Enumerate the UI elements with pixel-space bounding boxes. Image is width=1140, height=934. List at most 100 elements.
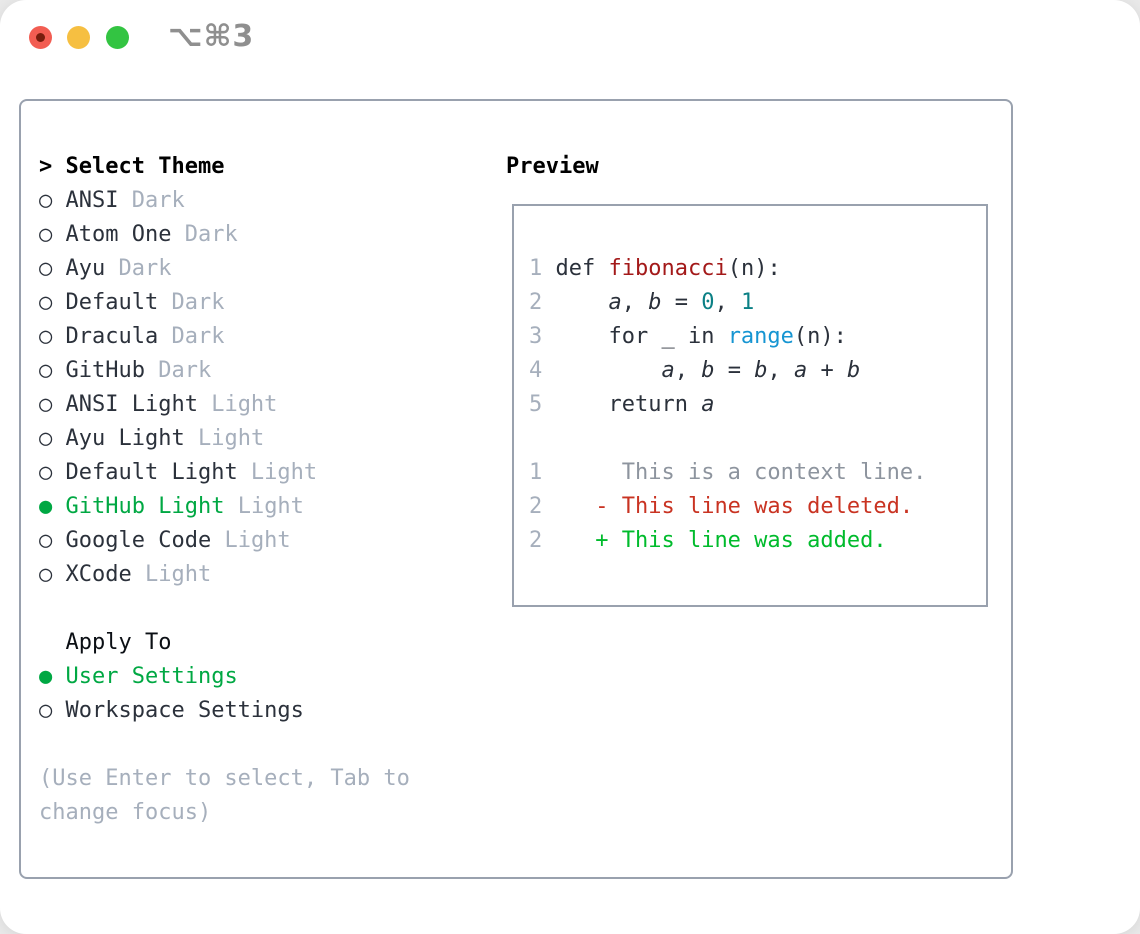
option-name: Workspace Settings — [65, 698, 304, 723]
line-number: 5 — [529, 392, 556, 417]
code-token: , — [621, 290, 649, 315]
hint-text: (Use Enter to select, Tab to change focus… — [39, 762, 489, 830]
radio-unselected-icon: ○ — [39, 358, 66, 383]
close-button[interactable] — [29, 26, 52, 49]
radio-unselected-icon: ○ — [39, 256, 66, 281]
code-token: a — [701, 392, 715, 417]
apply-to-header-label: Apply To — [65, 630, 172, 655]
apply-to-header: Apply To — [39, 626, 489, 660]
theme-option-default-light[interactable]: ○ Default Light Light — [39, 456, 489, 490]
theme-variant: Dark — [118, 188, 185, 213]
preview-header-label: Preview — [506, 154, 599, 179]
theme-variant: Light — [211, 528, 291, 553]
radio-unselected-icon: ○ — [39, 562, 66, 587]
code-line: 1 This is a context line. — [529, 456, 986, 490]
theme-variant: Dark — [158, 324, 225, 349]
theme-name: GitHub Light — [65, 494, 225, 519]
code-token: 0 — [701, 290, 715, 315]
theme-option-google-code[interactable]: ○ Google Code Light — [39, 524, 489, 558]
radio-unselected-icon: ○ — [39, 698, 66, 723]
line-number: 2 — [529, 290, 556, 315]
theme-picker-panel: > Select Theme ○ ANSI Dark○ Atom One Dar… — [19, 99, 1013, 879]
radio-unselected-icon: ○ — [39, 528, 66, 553]
code-line: 5 return a — [529, 388, 986, 422]
code-blank-line — [529, 422, 986, 456]
code-line: 2 + This line was added. — [529, 524, 986, 558]
theme-name: ANSI Light — [65, 392, 198, 417]
theme-option-github-light[interactable]: ● GitHub Light Light — [39, 490, 489, 524]
radio-selected-icon: ● — [39, 494, 66, 519]
minimize-button[interactable] — [67, 26, 90, 49]
theme-name: Default — [65, 290, 159, 315]
code-token: + — [807, 358, 847, 383]
code-token: , — [714, 290, 741, 315]
radio-unselected-icon: ○ — [39, 222, 66, 247]
theme-option-dracula[interactable]: ○ Dracula Dark — [39, 320, 489, 354]
code-token: , — [767, 358, 794, 383]
code-line: 1 def fibonacci(n): — [529, 252, 986, 286]
line-number: 3 — [529, 324, 556, 349]
code-line: 2 - This line was deleted. — [529, 490, 986, 524]
theme-variant: Dark — [158, 290, 225, 315]
code-line: 3 for _ in range(n): — [529, 320, 986, 354]
line-number: 1 — [529, 460, 556, 485]
theme-option-ansi[interactable]: ○ ANSI Dark — [39, 184, 489, 218]
code-token: This is a context line. — [555, 460, 927, 485]
theme-name: Dracula — [65, 324, 159, 349]
theme-variant: Dark — [105, 256, 172, 281]
theme-name: Default Light — [65, 460, 238, 485]
theme-option-github[interactable]: ○ GitHub Dark — [39, 354, 489, 388]
code-token: b — [701, 358, 715, 383]
opt-option-workspace-settings[interactable]: ○ Workspace Settings — [39, 694, 489, 728]
radio-unselected-icon: ○ — [39, 324, 66, 349]
theme-variant: Light — [237, 460, 318, 485]
theme-name: XCode — [65, 562, 132, 587]
left-column: > Select Theme ○ ANSI Dark○ Atom One Dar… — [39, 150, 489, 830]
select-theme-header: > Select Theme — [39, 150, 489, 184]
code-token: , — [674, 358, 702, 383]
radio-selected-icon: ● — [39, 664, 66, 689]
theme-name: Atom One — [65, 222, 172, 247]
line-number: 1 — [529, 256, 556, 281]
radio-unselected-icon: ○ — [39, 392, 66, 417]
theme-option-atom-one[interactable]: ○ Atom One Dark — [39, 218, 489, 252]
theme-option-default[interactable]: ○ Default Dark — [39, 286, 489, 320]
theme-option-xcode[interactable]: ○ XCode Light — [39, 558, 489, 592]
radio-unselected-icon: ○ — [39, 290, 66, 315]
code-token: b — [754, 358, 768, 383]
code-token: + This line was added. — [555, 528, 887, 553]
code-token: b — [648, 290, 662, 315]
code-token: fibonacci — [608, 256, 728, 281]
line-number: 2 — [529, 528, 556, 553]
theme-name: GitHub — [65, 358, 145, 383]
code-token: = — [661, 290, 702, 315]
zoom-button[interactable] — [106, 26, 129, 49]
theme-variant: Dark — [171, 222, 238, 247]
theme-name: Google Code — [65, 528, 212, 553]
spacer — [39, 592, 489, 626]
option-name: User Settings — [65, 664, 238, 689]
code-token: = — [714, 358, 755, 383]
theme-variant: Light — [131, 562, 212, 587]
code-token: return — [555, 392, 702, 417]
theme-option-ansi-light[interactable]: ○ ANSI Light Light — [39, 388, 489, 422]
theme-variant: Dark — [144, 358, 212, 383]
select-theme-header-label: Select Theme — [65, 154, 225, 179]
spacer — [39, 728, 489, 762]
theme-option-ayu[interactable]: ○ Ayu Dark — [39, 252, 489, 286]
code-token: range — [727, 324, 794, 349]
code-token: a — [608, 290, 622, 315]
code-token: 1 — [740, 290, 755, 315]
theme-name: Ayu — [65, 256, 106, 281]
line-number: 4 — [529, 358, 556, 383]
window-title-shortcut: ⌥⌘3 — [168, 19, 255, 54]
hint-line: (Use Enter to select, Tab to — [39, 766, 410, 791]
theme-option-ayu-light[interactable]: ○ Ayu Light Light — [39, 422, 489, 456]
opt-option-user-settings[interactable]: ● User Settings — [39, 660, 489, 694]
hint-line: change focus) — [39, 800, 212, 825]
theme-variant: Light — [224, 494, 304, 519]
code-token — [556, 358, 662, 383]
apply-to-list: ● User Settings○ Workspace Settings — [39, 660, 489, 728]
code-token: a — [661, 358, 675, 383]
